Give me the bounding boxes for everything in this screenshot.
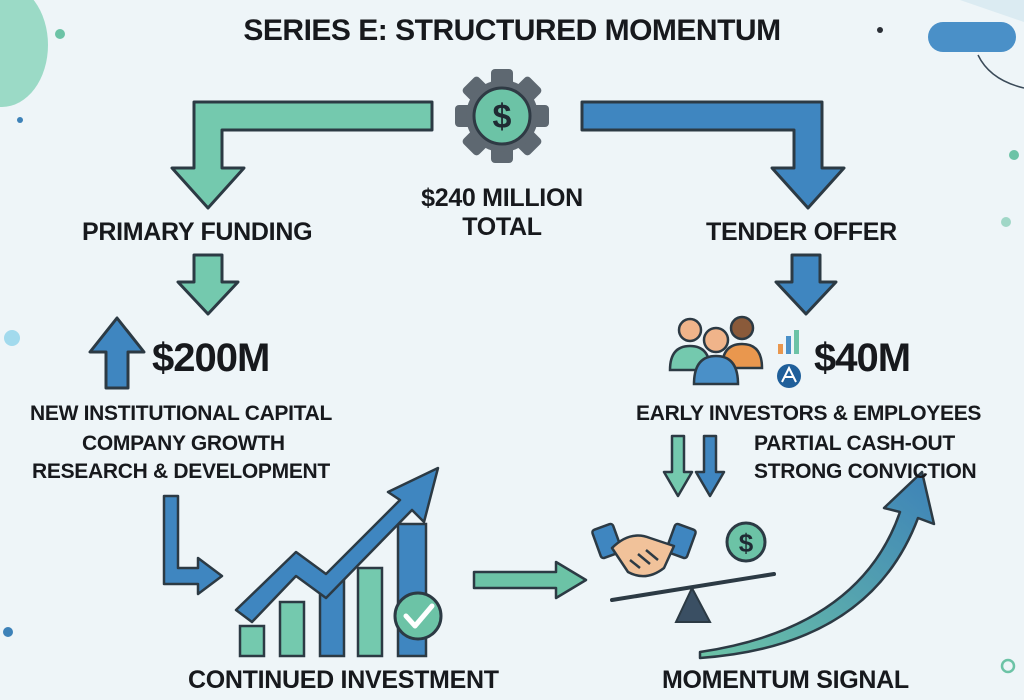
balance-scale-icon bbox=[610, 572, 776, 623]
handshake-icon bbox=[591, 522, 697, 578]
dollar-coin-icon: $ bbox=[725, 521, 767, 563]
arrow-to-momentum bbox=[472, 560, 588, 600]
primary-funding-heading: PRIMARY FUNDING bbox=[82, 218, 313, 246]
check-badge-icon bbox=[393, 591, 443, 641]
tender-desc-cashout: PARTIAL CASH-OUT bbox=[754, 432, 955, 455]
arrow-to-bar-chart bbox=[162, 494, 224, 596]
mini-bar-chart-icon bbox=[778, 330, 799, 354]
arrow-down-tender bbox=[774, 253, 838, 316]
momentum-arrow-icon bbox=[698, 470, 936, 660]
gear-dollar-icon: $ bbox=[455, 69, 549, 163]
page-title: SERIES E: STRUCTURED MOMENTUM bbox=[243, 14, 781, 47]
decorative-shapes bbox=[0, 0, 1024, 674]
total-amount: $240 MILLION bbox=[421, 184, 583, 212]
company-logo-badge bbox=[777, 364, 801, 388]
tender-desc-investors: EARLY INVESTORS & EMPLOYEES bbox=[636, 402, 982, 425]
tender-desc-conviction: STRONG CONVICTION bbox=[754, 460, 977, 483]
momentum-signal-caption: MOMENTUM SIGNAL bbox=[662, 666, 909, 694]
tender-amount: $40M bbox=[814, 336, 911, 380]
svg-text:$: $ bbox=[739, 528, 754, 558]
primary-desc-capital: NEW INSTITUTIONAL CAPITAL bbox=[30, 402, 333, 425]
arrow-up-icon bbox=[88, 316, 146, 390]
double-arrow-down-icon bbox=[662, 434, 726, 498]
primary-desc-growth: COMPANY GROWTH bbox=[82, 432, 285, 455]
continued-investment-caption: CONTINUED INVESTMENT bbox=[188, 666, 499, 694]
arrow-to-primary-funding bbox=[170, 100, 434, 210]
svg-text:$: $ bbox=[493, 98, 512, 136]
tender-offer-heading: TENDER OFFER bbox=[706, 218, 897, 246]
total-label: TOTAL bbox=[462, 213, 542, 241]
primary-amount: $200M bbox=[152, 336, 270, 380]
arrow-to-tender-offer bbox=[580, 100, 846, 210]
primary-desc-rnd: RESEARCH & DEVELOPMENT bbox=[32, 460, 330, 483]
people-group-icon bbox=[668, 315, 764, 386]
arrow-down-primary bbox=[176, 253, 240, 316]
